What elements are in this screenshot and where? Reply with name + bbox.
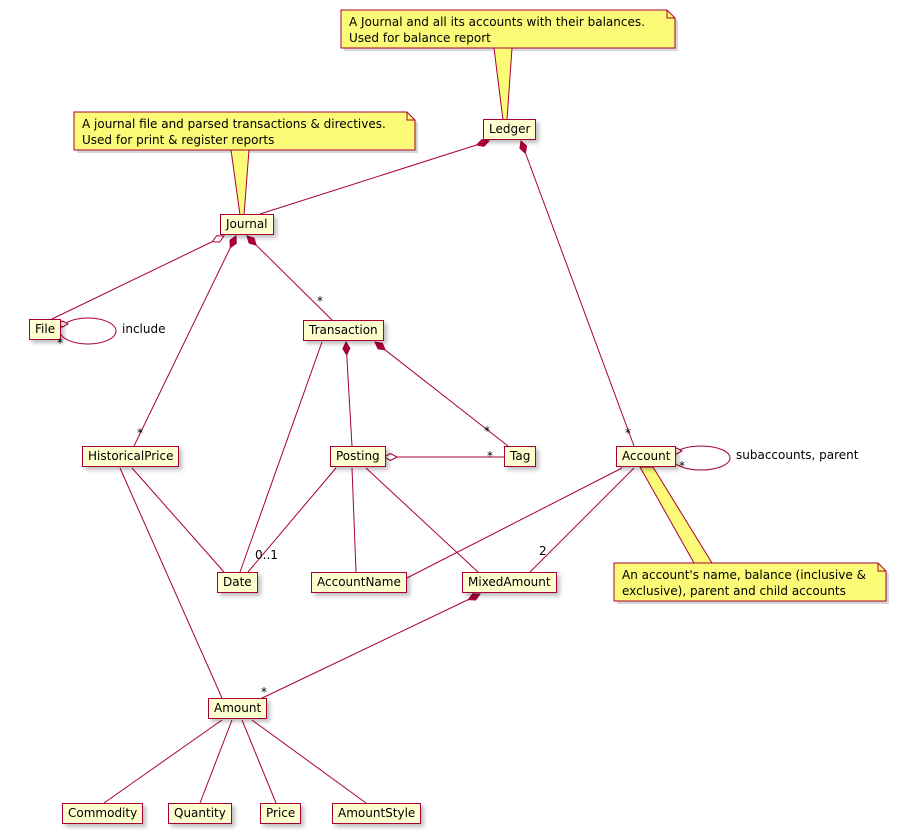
- multiplicity-journal-transaction: *: [317, 294, 323, 308]
- class-tag: Tag: [504, 446, 537, 467]
- note-fold-icon: [666, 10, 675, 19]
- multiplicity-mixedamount-amount: *: [261, 685, 267, 699]
- note-account-line1: An account's name, balance (inclusive &: [622, 568, 866, 582]
- composition-diamond-icon: [475, 139, 491, 147]
- composition-diamond-icon: [374, 341, 387, 351]
- note-shape-journal: [73, 111, 416, 151]
- composition-diamond-icon: [229, 235, 237, 249]
- edge-transaction-date: [239, 341, 323, 573]
- edge-transaction-posting: [345, 341, 353, 447]
- multiplicity-transaction-tag: *: [484, 424, 490, 438]
- class-mixedamount: MixedAmount: [462, 572, 557, 593]
- multiplicity-journal-historicalprice: *: [137, 426, 143, 440]
- composition-diamond-icon: [342, 340, 351, 357]
- aggregation-diamond-icon: [382, 452, 399, 462]
- note-shape-ledger: [340, 9, 676, 49]
- class-transaction: Transaction: [303, 320, 384, 341]
- class-posting: Posting: [330, 446, 386, 467]
- class-quantity: Quantity: [168, 803, 232, 824]
- class-date: Date: [217, 572, 258, 593]
- class-commodity: Commodity: [62, 803, 144, 824]
- edge-historicalprice-amount: [119, 467, 223, 699]
- note-ledger: A Journal and all its accounts with thei…: [349, 14, 645, 46]
- edge-amount-commodity: [103, 719, 223, 804]
- multiplicity-file-include: *: [57, 336, 63, 350]
- multiplicity-account-mixedamount: 2: [539, 544, 547, 558]
- edge-posting-date: [247, 467, 337, 573]
- composition-diamond-icon: [246, 235, 257, 246]
- class-accountname: AccountName: [311, 572, 407, 593]
- composition-diamond-icon: [519, 140, 528, 155]
- note-shape-account: [613, 562, 887, 602]
- note-fold-icon: [877, 563, 886, 572]
- edge-amount-quantity: [199, 719, 233, 804]
- aggregation-diamond-icon: [211, 235, 225, 243]
- multiplicity-posting-date: 0..1: [255, 548, 278, 562]
- edge-journal-historicalprice: [133, 235, 237, 447]
- note-pointer-ledger: [493, 47, 513, 121]
- composition-diamond-icon: [467, 593, 481, 601]
- class-amount: Amount: [208, 698, 268, 719]
- multiplicity-posting-tag: *: [487, 449, 493, 463]
- edge-file-include-loop: [59, 317, 117, 345]
- edge-ledger-account: [520, 140, 635, 447]
- edge-ledger-journal: [259, 140, 490, 215]
- note-fold-icon: [406, 112, 415, 121]
- edge-label-subaccounts-parent: subaccounts, parent: [736, 448, 859, 462]
- note-ledger-line1: A Journal and all its accounts with thei…: [349, 15, 645, 29]
- note-pointer-journal: [230, 149, 250, 216]
- edge-posting-accountname: [351, 467, 357, 573]
- class-price: Price: [260, 803, 302, 824]
- edge-account-mixedamount: [529, 467, 635, 573]
- note-account-line2: exclusive), parent and child accounts: [622, 584, 846, 598]
- edge-transaction-tag: [374, 341, 509, 447]
- edge-amount-amountstyle: [251, 719, 367, 804]
- edge-label-include: include: [122, 322, 166, 336]
- note-journal-line1: A journal file and parsed transactions &…: [82, 117, 386, 131]
- edge-journal-file: [51, 235, 225, 320]
- edge-mixedamount-amount: [257, 593, 481, 701]
- note-account: An account's name, balance (inclusive & …: [622, 567, 866, 599]
- edge-amount-price: [241, 719, 277, 804]
- edge-journal-transaction: [246, 235, 333, 321]
- multiplicity-account-subaccounts: *: [679, 459, 685, 473]
- class-historicalprice: HistoricalPrice: [82, 446, 180, 467]
- note-pointer-account: [639, 466, 713, 564]
- class-journal: Journal: [220, 214, 274, 235]
- class-ledger: Ledger: [483, 119, 537, 140]
- edge-historicalprice-date: [131, 467, 225, 573]
- class-file: File: [29, 319, 62, 340]
- edge-posting-mixedamount: [365, 467, 479, 573]
- note-ledger-line2: Used for balance report: [349, 31, 491, 45]
- note-journal-line2: Used for print & register reports: [82, 133, 275, 147]
- class-account: Account: [616, 446, 677, 467]
- note-journal: A journal file and parsed transactions &…: [82, 116, 386, 148]
- multiplicity-ledger-account: *: [625, 426, 631, 440]
- class-amountstyle: AmountStyle: [332, 803, 422, 824]
- edge-account-accountname: [402, 467, 623, 581]
